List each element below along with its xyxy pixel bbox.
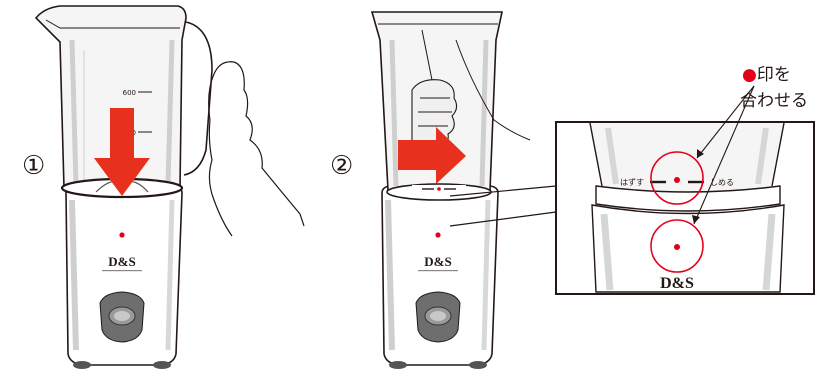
alignment-dot-base-2: [435, 232, 440, 237]
blender-jar-2: [372, 12, 530, 200]
brand-logo-1: D&S: [108, 254, 135, 269]
brand-logo-2: D&S: [424, 254, 451, 269]
logo-tagline-1: [102, 270, 142, 271]
power-switch-1: [100, 292, 144, 342]
logo-tagline-2: [418, 270, 458, 271]
zoom-inset: [556, 122, 814, 294]
blender-base-2: [382, 186, 498, 369]
callout-line-2: 合わせる: [740, 91, 808, 111]
callout-red-dot-icon: ●: [742, 65, 757, 85]
callout-line-1: ●印を: [742, 65, 791, 85]
hand-outline-1: [209, 62, 304, 236]
jar-mark-remove: はずす: [620, 177, 644, 187]
alignment-dot-base-1: [119, 232, 124, 237]
scale-mark-600: 600: [123, 89, 136, 97]
alignment-dot-jar: [674, 177, 680, 183]
brand-logo-inset: D&S: [660, 275, 694, 292]
step-2-number: ②: [330, 151, 353, 181]
blender-base-1: [66, 186, 182, 369]
step-1-number: ①: [22, 151, 45, 181]
power-switch-2: [416, 292, 460, 342]
alignment-dot-base: [674, 244, 680, 250]
